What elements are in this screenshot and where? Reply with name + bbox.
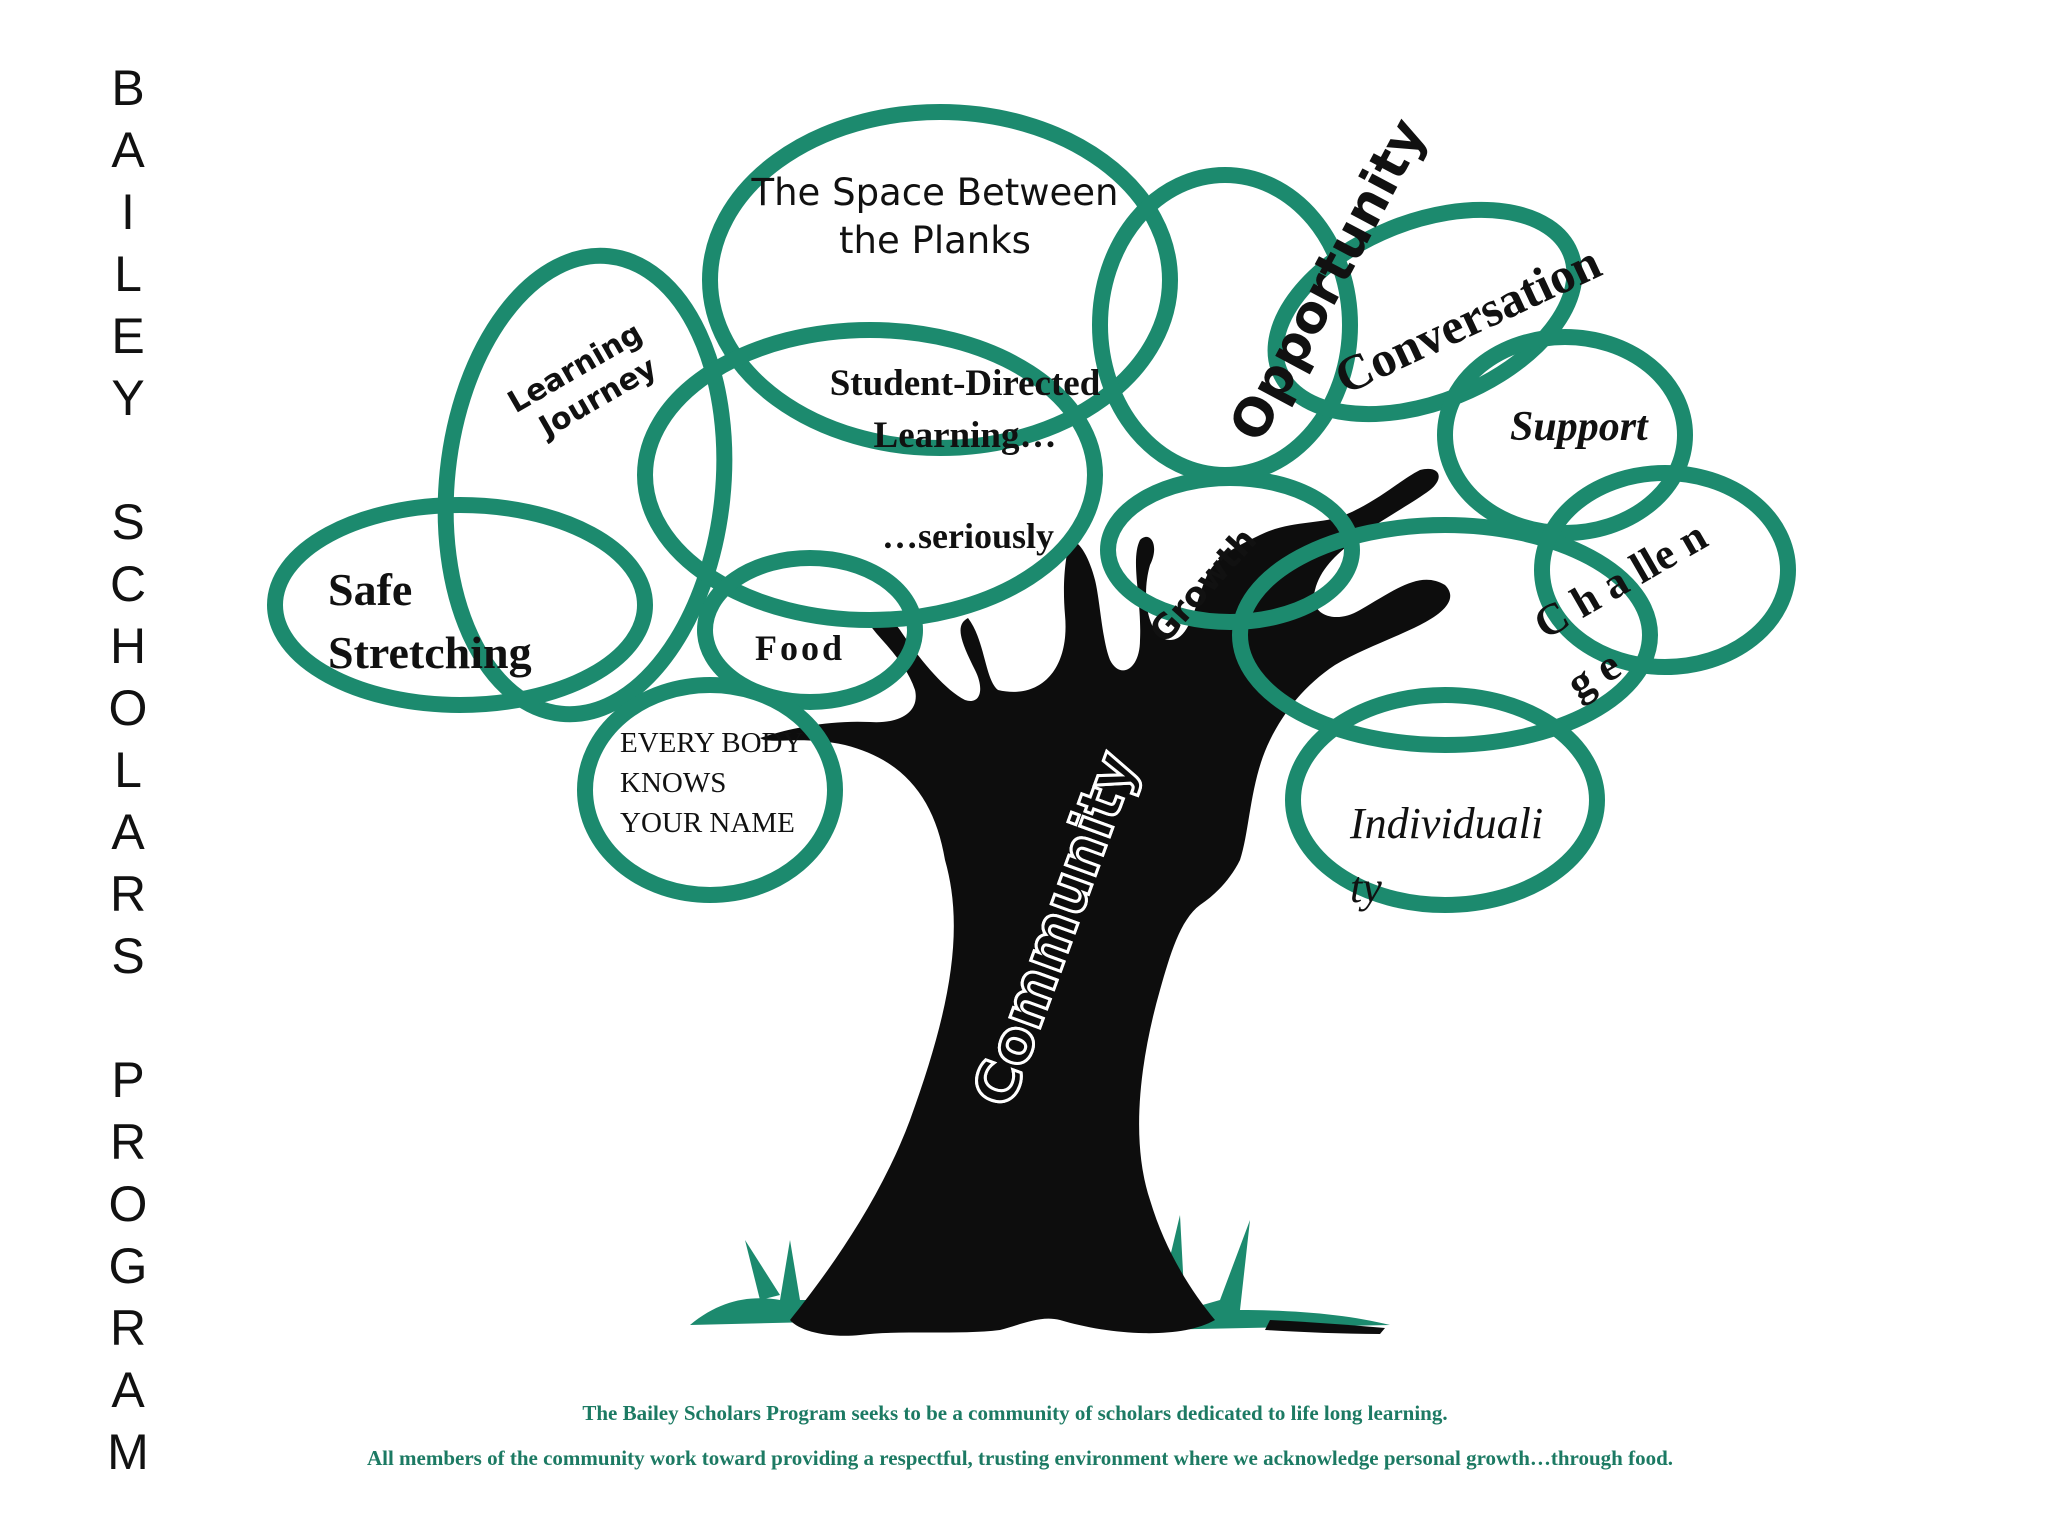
label-food: Food xyxy=(755,628,845,668)
title-letter: H xyxy=(110,618,146,674)
ring-space-between xyxy=(702,104,1178,456)
title-letter: E xyxy=(111,308,144,364)
concept-labels: The Space Between the Planks Learning Jo… xyxy=(328,109,1715,1116)
label-everybody-line1: EVERY BODY xyxy=(620,727,803,759)
label-student-directed: Student-Directed xyxy=(830,363,1101,404)
title-letter: Y xyxy=(111,370,144,426)
title-letter: I xyxy=(121,184,135,240)
label-seriously: …seriously xyxy=(882,516,1054,556)
concept-rings xyxy=(267,104,1796,913)
ring-everybody xyxy=(577,677,843,903)
ring-learning-journey xyxy=(437,247,733,723)
title-letter: M xyxy=(107,1424,149,1480)
title-letter: G xyxy=(109,1238,148,1294)
ring-support xyxy=(1437,329,1693,541)
label-space-between-line1: The Space Between xyxy=(751,171,1119,214)
title-letter: A xyxy=(111,804,145,860)
ring-growth xyxy=(1100,470,1360,630)
label-safe: Safe xyxy=(328,564,412,615)
ring-challenge xyxy=(1534,465,1796,675)
title-letter: B xyxy=(111,60,144,116)
tree-trunk xyxy=(760,468,1451,1336)
label-everybody-line3: YOUR NAME xyxy=(620,807,795,839)
ring-student-directed xyxy=(637,322,1103,628)
mission-line-2: All members of the community work toward… xyxy=(367,1446,1673,1470)
title-letter: C xyxy=(110,556,146,612)
title-letter: R xyxy=(110,1114,146,1170)
title-letter: O xyxy=(109,680,148,736)
title-letter: P xyxy=(111,1052,144,1108)
ring-safe-stretching xyxy=(267,497,653,713)
title-letter: O xyxy=(109,1176,148,1232)
title-letter: A xyxy=(111,1362,145,1418)
title-letter: L xyxy=(114,246,142,302)
label-support: Support xyxy=(1510,404,1649,450)
title-letter: L xyxy=(114,742,142,798)
title-letter: R xyxy=(110,866,146,922)
title-letter: A xyxy=(111,122,145,178)
title-letter: S xyxy=(111,928,144,984)
label-individuality-line1: Individuali xyxy=(1349,799,1543,848)
title-letter: R xyxy=(110,1300,146,1356)
label-learning-ellipsis: Learning… xyxy=(874,415,1057,456)
label-stretching: Stretching xyxy=(328,627,532,678)
label-individuality-line2: ty xyxy=(1350,863,1382,912)
mission-line-1: The Bailey Scholars Program seeks to be … xyxy=(582,1401,1447,1425)
ring-center-right xyxy=(1232,517,1658,753)
ring-individuality xyxy=(1285,687,1605,913)
label-space-between-line2: the Planks xyxy=(839,219,1031,262)
label-everybody-line2: KNOWS xyxy=(620,767,726,799)
ring-food xyxy=(697,550,923,710)
title-letter: S xyxy=(111,494,144,550)
